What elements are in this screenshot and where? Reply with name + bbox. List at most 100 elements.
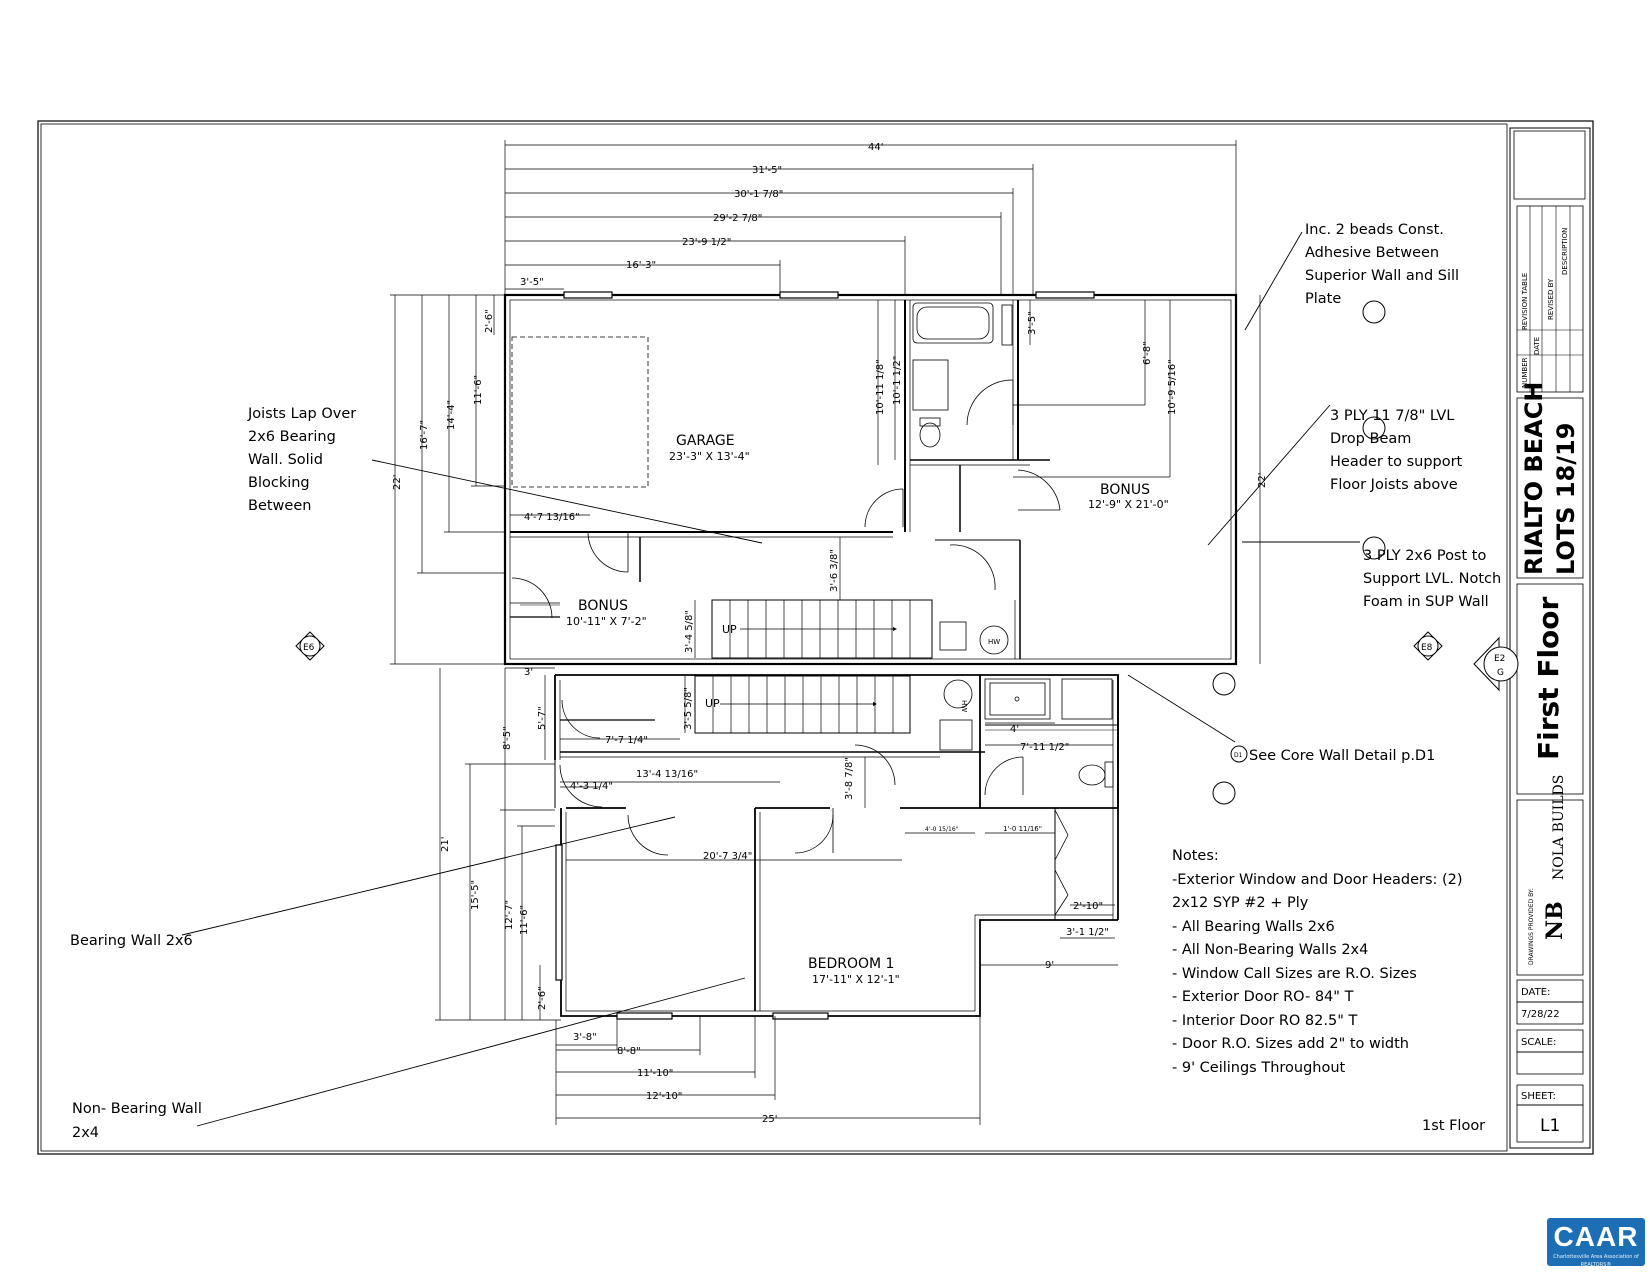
callout-bearing-wall: Bearing Wall 2x6 bbox=[70, 933, 193, 949]
dim-11-6-lower: 11'-6" bbox=[519, 905, 530, 935]
note-item: - Interior Door RO 82.5" T bbox=[1172, 1013, 1357, 1029]
dim-stair-3-5: 3'-5 5/8" bbox=[683, 687, 694, 730]
bedroom1-label: BEDROOM 1 bbox=[808, 956, 894, 972]
note-item: - Exterior Door RO- 84" T bbox=[1172, 989, 1354, 1005]
callout-lvl-line-2: Drop Beam bbox=[1330, 431, 1411, 447]
sheet-name: First Floor bbox=[1532, 596, 1565, 760]
stair-up-upper: UP bbox=[722, 623, 737, 636]
bonus-right-label: BONUS bbox=[1100, 482, 1150, 498]
dim-7-7: 7'-7 1/4" bbox=[605, 735, 648, 746]
caar-title: CAAR bbox=[1553, 1221, 1639, 1252]
callout-joists-line-1: Joists Lap Over bbox=[247, 406, 356, 422]
dim-bonus-10-9: 10'-9 5/16" bbox=[1167, 359, 1178, 415]
dim-3-5: 3'-5" bbox=[520, 277, 544, 288]
upper-block-walls bbox=[503, 293, 1238, 666]
note-item: -Exterior Window and Door Headers: (2) bbox=[1172, 872, 1463, 888]
dimension-lines bbox=[390, 140, 1261, 1125]
dim-13-4: 13'-4 13/16" bbox=[636, 769, 698, 780]
dim-4: 4' bbox=[1010, 724, 1019, 735]
dim-16-3: 16'-3" bbox=[626, 260, 656, 271]
dim-bath-3-5: 3'-5" bbox=[1027, 311, 1038, 335]
dim-lower-5-7: 5'-7" bbox=[537, 706, 548, 730]
dim-2-6-lower: 2'-6" bbox=[537, 986, 548, 1010]
dim-right-22: 22' bbox=[1257, 473, 1268, 488]
water-heater-lower: HW bbox=[960, 700, 968, 712]
dim-hall-3-6: 3'-6 3/8" bbox=[829, 549, 840, 592]
note-item: - 9' Ceilings Throughout bbox=[1172, 1060, 1346, 1076]
dim-1-0: 1'-0 11/16" bbox=[1003, 825, 1042, 833]
tag-g: G bbox=[1497, 668, 1504, 678]
tag-e6: E6 bbox=[303, 643, 315, 653]
water-heater-upper: HW bbox=[988, 638, 1000, 646]
sheet-border bbox=[37, 120, 1594, 1155]
note-item: - Window Call Sizes are R.O. Sizes bbox=[1172, 966, 1417, 982]
dim-3-8: 3'-8" bbox=[573, 1032, 597, 1043]
dim-left-11-6: 11'-6" bbox=[473, 375, 484, 405]
notes-heading: Notes: bbox=[1172, 848, 1219, 864]
dimension-labels: 44' 31'-5" 30'-1 7/8" 29'-2 7/8" 23'-9 1… bbox=[392, 142, 1268, 1125]
callout-lvl-line-1: 3 PLY 11 7/8" LVL bbox=[1330, 408, 1454, 424]
dim-29-2: 29'-2 7/8" bbox=[713, 213, 762, 224]
dim-3: 3' bbox=[524, 667, 533, 678]
callout-lvl-line-4: Floor Joists above bbox=[1330, 477, 1458, 493]
dim-3-1: 3'-1 1/2" bbox=[1066, 927, 1109, 938]
date-value: 7/28/22 bbox=[1521, 1009, 1560, 1020]
rev-col-revised-by: REVISED BY bbox=[1547, 278, 1555, 320]
dim-12-7: 12'-7" bbox=[504, 900, 515, 930]
notes-block: Notes: -Exterior Window and Door Headers… bbox=[1172, 848, 1463, 1076]
company-name: NOLA BUILDS bbox=[1551, 775, 1567, 880]
windows-lower bbox=[555, 844, 829, 1020]
callout-joists: Joists Lap Over 2x6 Bearing Wall. Solid … bbox=[247, 406, 356, 514]
caar-badge: CAAR Charlottesville Area Association of… bbox=[1547, 1218, 1645, 1268]
dim-4-0: 4'-0 15/16" bbox=[925, 826, 959, 833]
callout-post-line-2: Support LVL. Notch bbox=[1363, 571, 1501, 587]
stair-treads-lower bbox=[712, 676, 894, 733]
note-item: - All Bearing Walls 2x6 bbox=[1172, 919, 1335, 935]
company-logo-letters: NB bbox=[1542, 901, 1568, 940]
section-tags bbox=[295, 300, 1519, 805]
bath-fixtures-upper bbox=[912, 302, 1013, 655]
dim-3-8-7: 3'-8 7/8" bbox=[844, 757, 855, 800]
date-label: DATE: bbox=[1521, 987, 1550, 998]
dim-44: 44' bbox=[868, 142, 883, 153]
dim-12-10: 12'-10" bbox=[646, 1091, 682, 1102]
sheet-number: L1 bbox=[1540, 1116, 1560, 1136]
door-swings-upper bbox=[511, 379, 1061, 619]
core-wall-tag: D1 bbox=[1234, 752, 1243, 759]
note-item: 2x12 SYP #2 + Ply bbox=[1172, 895, 1309, 911]
callout-post: 3 PLY 2x6 Post to Support LVL. Notch Foa… bbox=[1363, 548, 1501, 610]
note-item: - All Non-Bearing Walls 2x4 bbox=[1172, 942, 1368, 958]
stair-up-lower: UP bbox=[705, 697, 720, 710]
dim-bonus-6-8: 6'-8" bbox=[1142, 341, 1153, 365]
floor-label: 1st Floor bbox=[1422, 1118, 1485, 1134]
dim-garage-10-11: 10'-11 1/8" bbox=[875, 359, 886, 415]
rev-col-number: NUMBER bbox=[1521, 357, 1529, 388]
garage-label: GARAGE bbox=[676, 433, 735, 449]
dim-11-10: 11'-10" bbox=[637, 1068, 673, 1079]
dim-7-11: 7'-11 1/2" bbox=[1020, 742, 1069, 753]
callout-non-bearing-1: Non- Bearing Wall bbox=[72, 1101, 202, 1117]
callout-adhesive-line-1: Inc. 2 beads Const. bbox=[1305, 222, 1444, 238]
dim-lower-8-5: 8'-5" bbox=[502, 726, 513, 750]
callout-adhesive: Inc. 2 beads Const. Adhesive Between Sup… bbox=[1305, 222, 1459, 307]
callout-joists-line-5: Between bbox=[248, 498, 311, 514]
callout-post-line-1: 3 PLY 2x6 Post to bbox=[1363, 548, 1486, 564]
dim-31-5: 31'-5" bbox=[752, 165, 782, 176]
dim-2-10: 2'-10" bbox=[1073, 901, 1103, 912]
dim-15-5: 15'-5" bbox=[470, 880, 481, 910]
dim-4-3: 4'-3 1/4" bbox=[570, 781, 613, 792]
bedroom1-size: 17'-11" X 12'-1" bbox=[812, 973, 900, 986]
leader-lines bbox=[181, 231, 1360, 1127]
door-swings-lower bbox=[559, 699, 1069, 916]
scale-label: SCALE: bbox=[1521, 1037, 1556, 1048]
revision-table: NUMBER DATE REVISED BY DESCRIPTION REVIS… bbox=[1521, 228, 1569, 388]
note-item: - Door R.O. Sizes add 2" to width bbox=[1172, 1036, 1409, 1052]
bath-fixtures-lower bbox=[939, 678, 1114, 788]
caar-subtitle: Charlottesville Area Association of REAL… bbox=[1553, 1254, 1639, 1268]
dim-8-8: 8'-8" bbox=[617, 1046, 641, 1057]
dim-30-1: 30'-1 7/8" bbox=[734, 189, 783, 200]
dim-23-9: 23'-9 1/2" bbox=[682, 237, 731, 248]
project-lots: LOTS 18/19 bbox=[1552, 423, 1580, 575]
callout-post-line-3: Foam in SUP Wall bbox=[1363, 594, 1489, 610]
callout-joists-line-4: Blocking bbox=[248, 475, 310, 491]
